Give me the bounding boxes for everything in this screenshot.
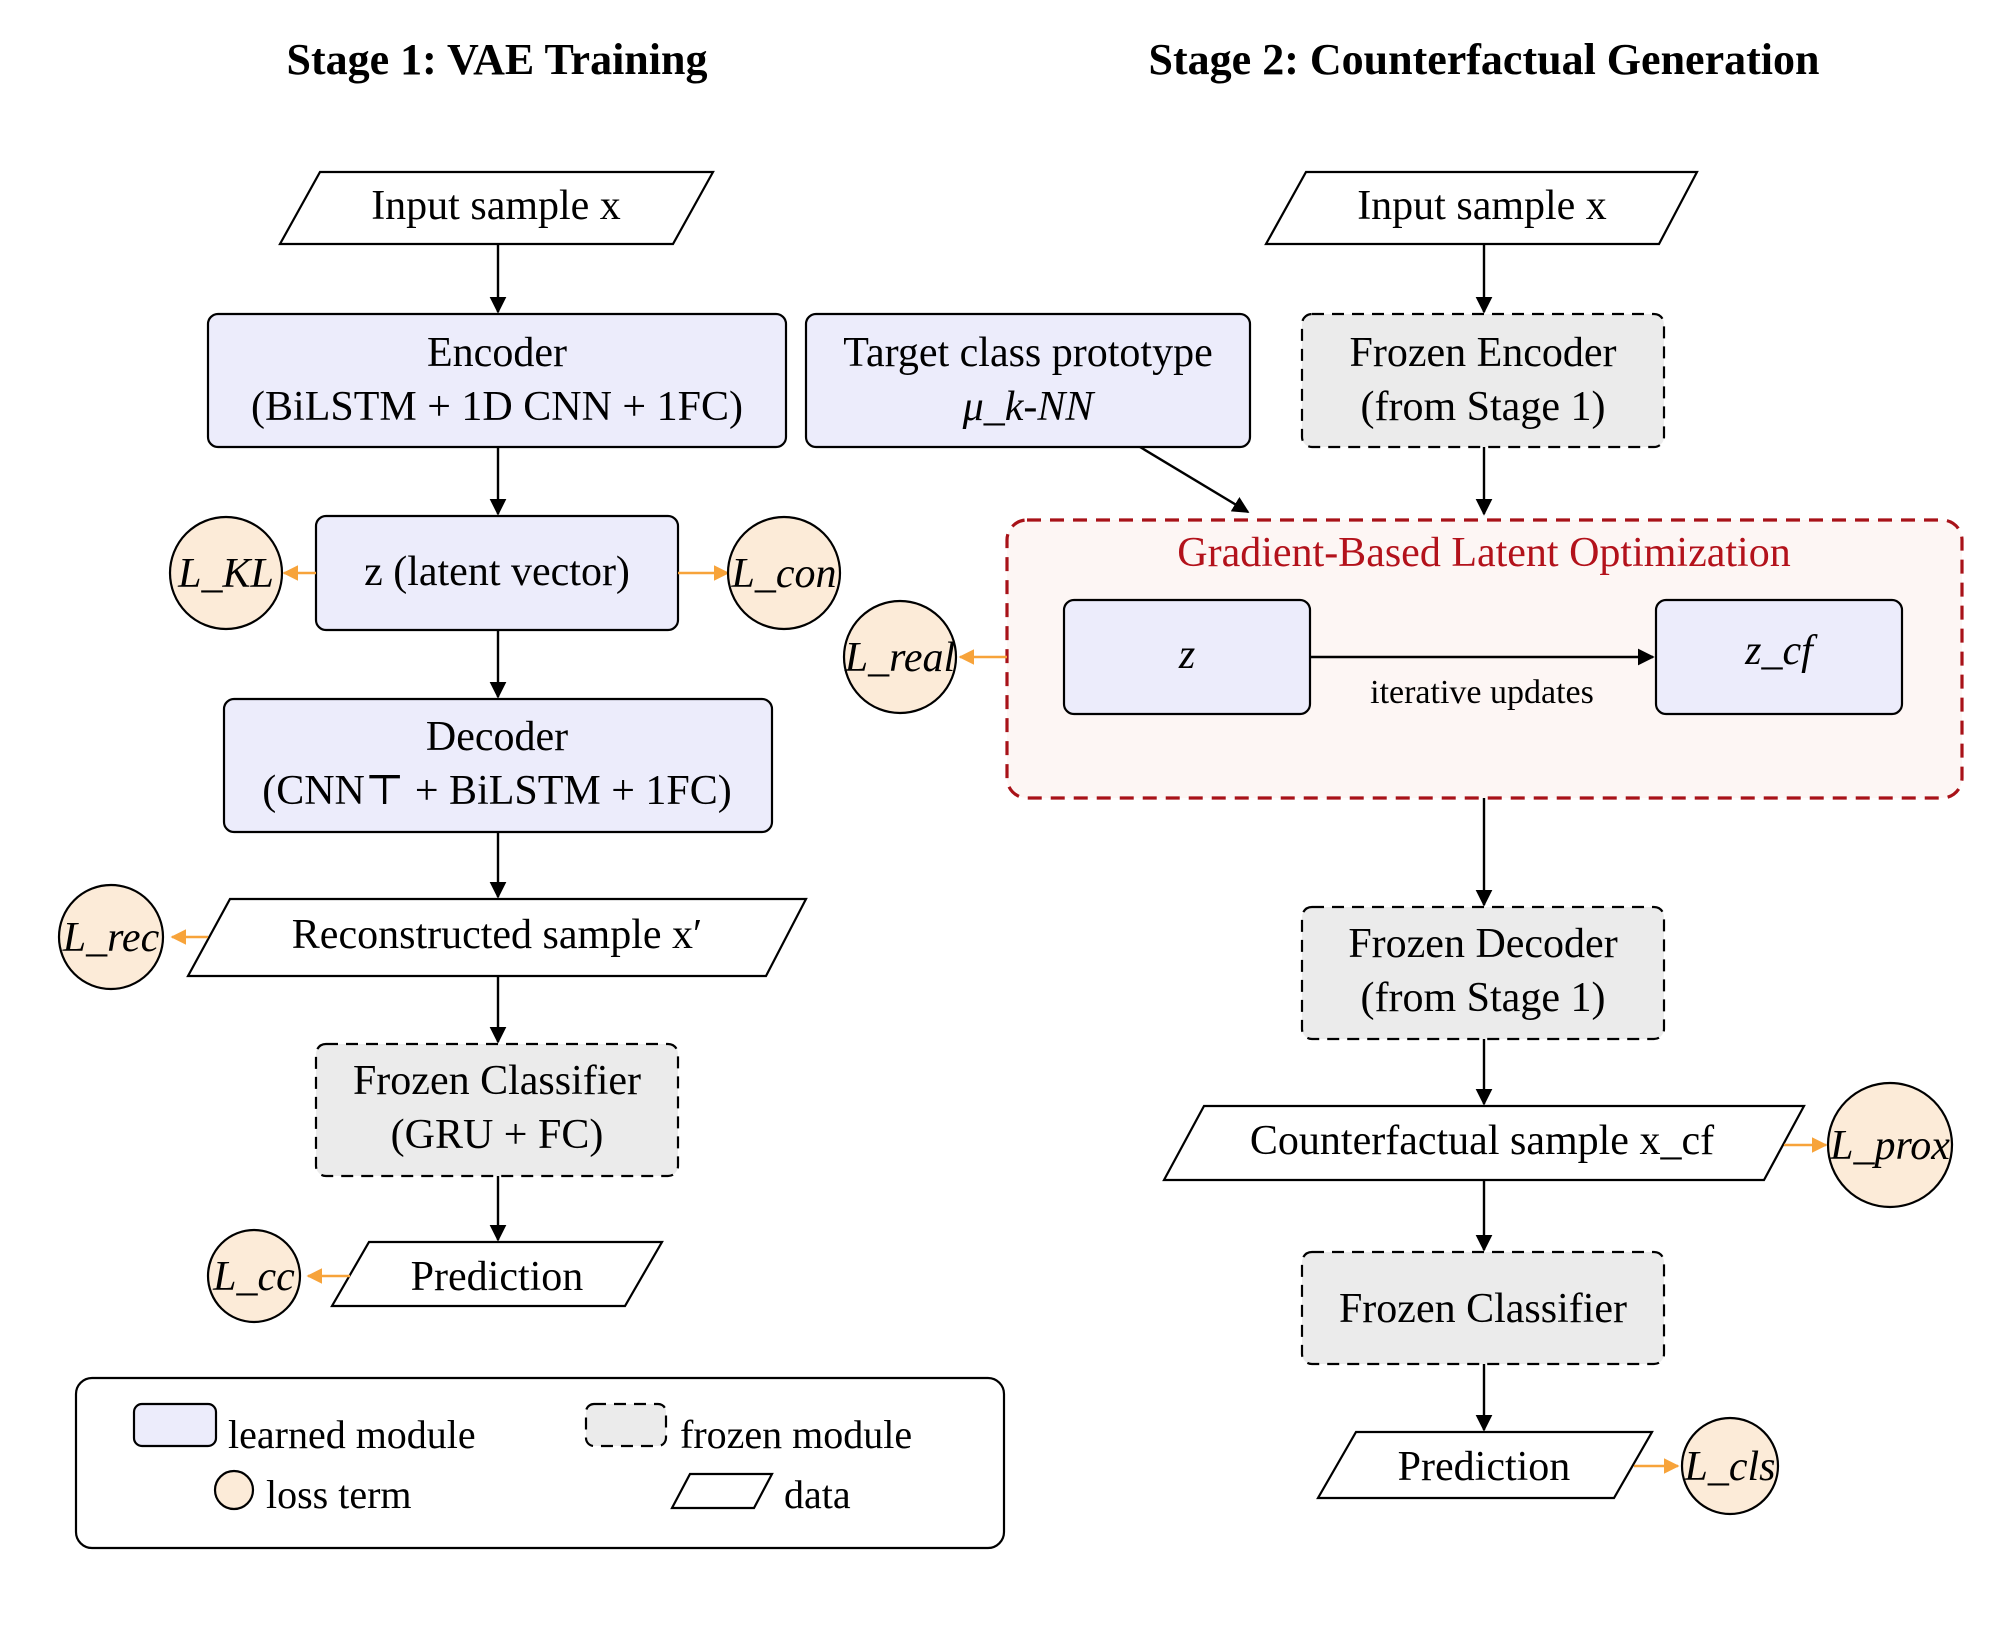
reconstructed-label: Reconstructed sample x′: [292, 912, 702, 958]
stage1-prediction-label: Prediction: [411, 1254, 584, 1300]
loss-kl: L_KL: [168, 515, 284, 631]
loss-cls: L_cls: [1680, 1416, 1780, 1516]
prototype-title: Target class prototype: [843, 330, 1213, 376]
frozen-decoder-subtitle: (from Stage 1): [1361, 975, 1606, 1021]
stage2-frozen-encoder-node: Frozen Encoder (from Stage 1): [1300, 312, 1666, 449]
loss-real: L_real: [842, 599, 958, 715]
loss-cc: L_cc: [206, 1228, 302, 1324]
loss-rec-label: L_rec: [62, 915, 160, 961]
loss-kl-label: L_KL: [177, 551, 274, 597]
stage2-prototype-node: Target class prototype μ_k-NN: [804, 312, 1252, 449]
frozen-decoder-title: Frozen Decoder: [1348, 921, 1617, 967]
legend-learned-label: learned module: [228, 1412, 476, 1457]
stage2-prediction-node: Prediction: [1316, 1430, 1654, 1500]
encoder-subtitle: (BiLSTM + 1D CNN + 1FC): [251, 384, 743, 430]
decoder-title: Decoder: [426, 714, 568, 760]
encoder-title: Encoder: [427, 330, 567, 376]
legend: learned module frozen module loss term d…: [74, 1376, 1006, 1550]
loss-prox-label: L_prox: [1829, 1123, 1950, 1169]
iterative-updates-label: iterative updates: [1370, 674, 1594, 711]
stage1-latent-node: z (latent vector): [314, 514, 680, 632]
stage1-title: Stage 1: VAE Training: [287, 35, 708, 84]
loss-con-label: L_con: [731, 551, 837, 597]
classifier-subtitle: (GRU + FC): [391, 1112, 604, 1158]
stage2-frozen-decoder-node: Frozen Decoder (from Stage 1): [1300, 905, 1666, 1041]
frozen-encoder-title: Frozen Encoder: [1349, 330, 1616, 376]
latent-label: z (latent vector): [364, 549, 630, 595]
legend-data-label: data: [784, 1472, 851, 1517]
frozen-encoder-subtitle: (from Stage 1): [1361, 384, 1606, 430]
optimization-container: Gradient-Based Latent Optimization z z_c…: [1005, 518, 1964, 800]
stage2-title: Stage 2: Counterfactual Generation: [1149, 35, 1820, 84]
prototype-symbol: μ_k-NN: [962, 384, 1096, 430]
optimization-title: Gradient-Based Latent Optimization: [1177, 530, 1790, 576]
stage2-prediction-label: Prediction: [1398, 1444, 1571, 1490]
arrow-prototype-optimization: [1139, 445, 1250, 514]
legend-learned-swatch: [132, 1402, 218, 1448]
stage2-input-label: Input sample x: [1357, 183, 1607, 229]
legend-data-swatch: [670, 1472, 774, 1510]
loss-cls-label: L_cls: [1683, 1444, 1775, 1490]
stage2-counterfactual-node: Counterfactual sample x_cf: [1162, 1104, 1806, 1182]
loss-prox: L_prox: [1826, 1081, 1954, 1209]
stage1-encoder-node: Encoder (BiLSTM + 1D CNN + 1FC): [206, 312, 788, 449]
loss-con: L_con: [726, 515, 842, 631]
legend-frozen-label: frozen module: [680, 1412, 912, 1457]
stage2-classifier-label: Frozen Classifier: [1339, 1286, 1627, 1332]
stage1-input-label: Input sample x: [371, 183, 621, 229]
stage2-classifier-node: Frozen Classifier: [1300, 1250, 1666, 1366]
loss-cc-label: L_cc: [212, 1254, 295, 1300]
opt-z-label: z: [1178, 632, 1195, 678]
classifier-title: Frozen Classifier: [353, 1058, 641, 1104]
opt-zcf-node: [1654, 598, 1904, 716]
legend-frozen-swatch: [584, 1402, 668, 1448]
decoder-subtitle: (CNN⊤ + BiLSTM + 1FC): [262, 768, 732, 814]
stage1-input-node: Input sample x: [278, 170, 715, 246]
legend-loss-swatch: [213, 1469, 255, 1511]
stage1-reconstructed-node: Reconstructed sample x′: [186, 897, 808, 978]
counterfactual-label: Counterfactual sample x_cf: [1250, 1118, 1714, 1164]
opt-zcf-label: z_cf: [1744, 628, 1818, 674]
stage2-input-node: Input sample x: [1264, 170, 1699, 246]
stage1-prediction-node: Prediction: [330, 1240, 664, 1308]
stage1-classifier-node: Frozen Classifier (GRU + FC): [314, 1042, 680, 1178]
loss-rec: L_rec: [57, 883, 165, 991]
stage1-decoder-node: Decoder (CNN⊤ + BiLSTM + 1FC): [222, 697, 774, 834]
legend-loss-label: loss term: [266, 1472, 412, 1517]
loss-real-label: L_real: [844, 635, 955, 681]
